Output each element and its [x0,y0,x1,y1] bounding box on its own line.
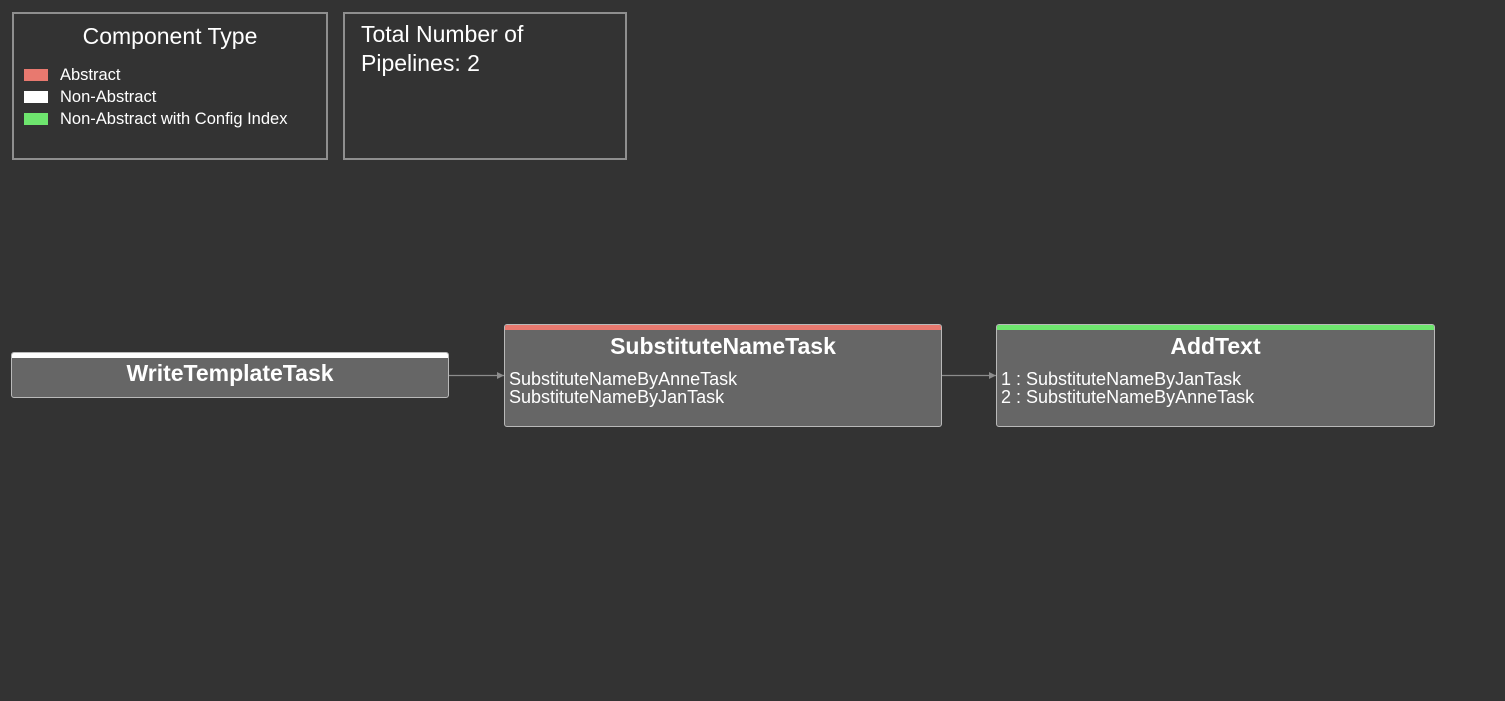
node-accent-bar [12,353,448,358]
legend-label-non-abstract: Non-Abstract [60,87,157,106]
node-title: SubstituteNameTask [610,333,836,359]
node-title: AddText [1170,333,1261,359]
node-subcomponents: 1 : SubstituteNameByJanTask 2 : Substitu… [1001,370,1254,406]
legend-items: Abstract Non-Abstract Non-Abstract with … [24,64,287,130]
legend-label-config-index: Non-Abstract with Config Index [60,109,288,128]
pipelines-panel: Total Number of Pipelines: 2 [343,12,627,160]
legend-panel: Component Type Abstract Non-Abstract Non… [12,12,328,160]
legend-swatch-config-index [24,113,48,125]
node-subcomponent-line: 2 : SubstituteNameByAnneTask [1001,387,1255,407]
node-write-template-task[interactable]: WriteTemplateTask [11,352,449,398]
legend-item-config-index: Non-Abstract with Config Index [24,108,287,130]
node-subcomponents: SubstituteNameByAnneTask SubstituteNameB… [509,370,737,406]
legend-item-abstract: Abstract [24,64,287,86]
legend-swatch-non-abstract [24,91,48,103]
node-substitute-name-task[interactable]: SubstituteNameTask SubstituteNameByAnneT… [504,324,942,427]
node-subcomponent-line: 1 : SubstituteNameByJanTask [1001,369,1242,389]
legend-swatch-abstract [24,69,48,81]
node-accent-bar [505,325,941,330]
legend-label-abstract: Abstract [60,65,121,84]
node-subcomponent-line: SubstituteNameByJanTask [509,387,725,407]
node-subcomponent-line: SubstituteNameByAnneTask [509,369,738,389]
node-title: WriteTemplateTask [126,360,334,386]
legend-item-non-abstract: Non-Abstract [24,86,287,108]
pipelines-count-text: Total Number of Pipelines: 2 [361,21,524,76]
node-accent-bar [997,325,1434,330]
legend-title: Component Type [82,23,258,49]
node-add-text[interactable]: AddText 1 : SubstituteNameByJanTask 2 : … [996,324,1435,427]
